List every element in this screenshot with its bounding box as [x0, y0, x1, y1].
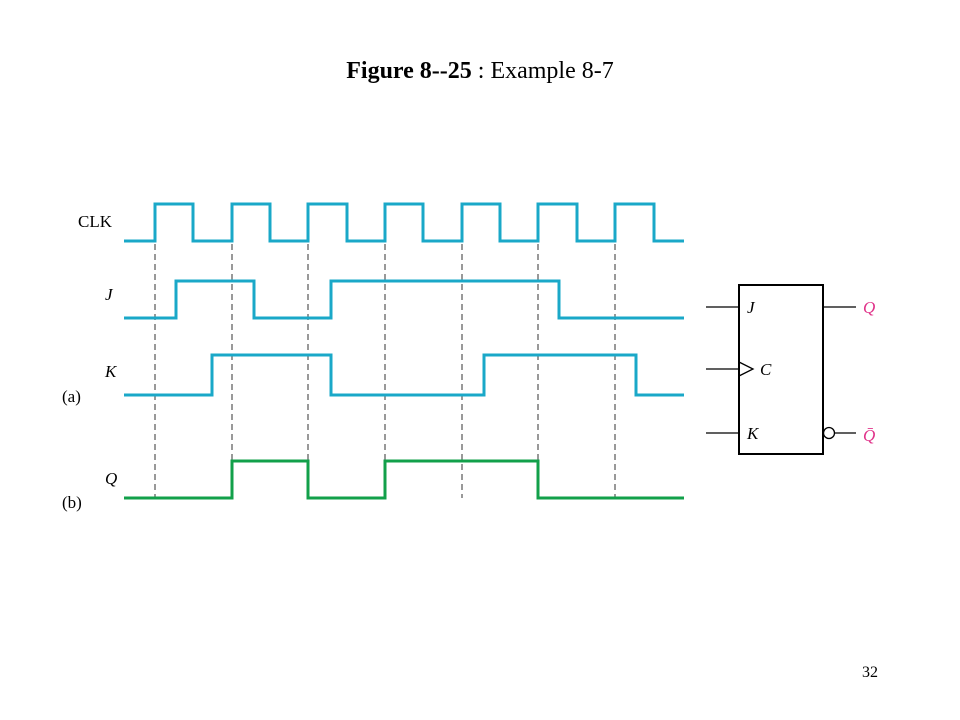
ff-output-q-label: Q: [863, 298, 875, 317]
ff-input-c-label: C: [760, 360, 772, 379]
inverting-bubble-icon: [822, 426, 836, 440]
group-label: (a): [62, 387, 81, 406]
waveform-clk: [124, 202, 684, 243]
ff-input-k-label: K: [746, 424, 760, 443]
page-number: 32: [862, 664, 878, 681]
waveform-j: [124, 279, 684, 320]
waveform-k: [124, 353, 684, 397]
signal-label-clk: CLK: [78, 212, 113, 231]
signal-label-k: K: [104, 362, 118, 381]
waveform-q: [124, 459, 684, 500]
signal-label-q: Q: [105, 469, 117, 488]
signal-labels: CLK J K (a) Q (b): [62, 212, 118, 512]
ff-output-q-bar-label: Q̄: [863, 426, 875, 445]
signal-label-j: J: [105, 285, 114, 304]
figure-number: Figure 8--25: [346, 58, 472, 84]
title-separator: :: [471, 58, 491, 84]
group-label: (b): [62, 493, 82, 512]
figure-caption: Example 8-7: [490, 58, 614, 84]
slide-title: Figure 8--25 : Example 8-7: [0, 58, 960, 85]
jk-flip-flop-symbol: J C K Q Q̄: [706, 284, 875, 455]
clock-triangle-icon: [738, 361, 755, 377]
ff-input-j-label: J: [747, 298, 756, 317]
guide-lines: [154, 204, 616, 498]
waveforms: [124, 202, 684, 500]
